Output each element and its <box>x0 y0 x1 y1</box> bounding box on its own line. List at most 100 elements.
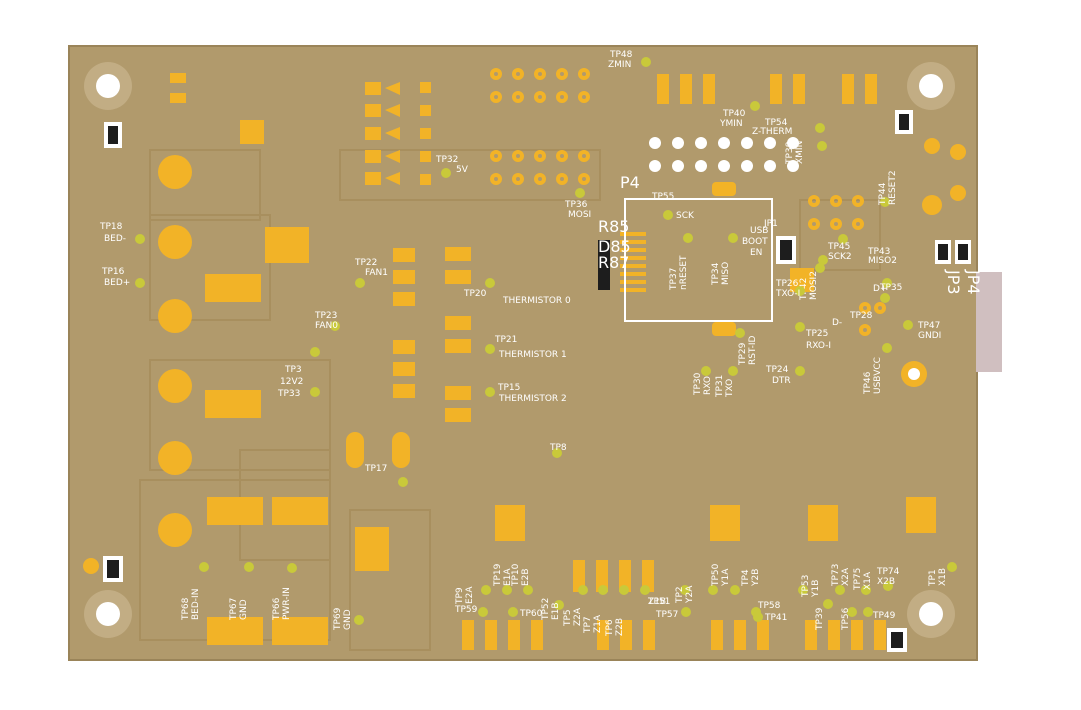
testpoint-dot <box>701 366 711 376</box>
testpoint-sub: RST-ID <box>748 335 758 365</box>
testpoint-sub: FAN0 <box>315 321 338 331</box>
testpoint-sub: MOSI <box>568 210 591 220</box>
testpoint-label: TP40 <box>722 109 746 119</box>
header-holes-top <box>649 137 799 172</box>
testpoint-dot <box>619 585 629 595</box>
testpoint-sub: XMIN <box>795 141 805 164</box>
testpoint-sub: E1A <box>503 568 513 586</box>
testpoint-label: TP43 <box>867 247 890 257</box>
testpoint-label: TP19 <box>493 563 503 587</box>
mounting-hole-icon <box>84 590 132 638</box>
testpoint-dot <box>818 255 828 265</box>
testpoint-label: TP10 <box>511 563 521 587</box>
testpoint-sub: YMIN <box>719 119 743 129</box>
testpoint-label: TP25 <box>805 329 828 339</box>
testpoint-tp8: TP8 <box>549 443 567 458</box>
testpoint-label: TP56 <box>841 607 851 631</box>
testpoint-label: TP45 <box>827 242 850 252</box>
testpoint-sub: Z1A <box>593 614 603 633</box>
testpoint-dot <box>815 263 825 273</box>
testpoint-tp3: TP3 12V2 <box>280 347 320 387</box>
testpoint-label: TP54 <box>764 118 788 128</box>
testpoint-label: TP35 <box>879 283 902 293</box>
testpoint-dot <box>683 233 693 243</box>
testpoint-label: TP38 <box>785 141 795 165</box>
testpoint-label: TP59 <box>454 605 478 615</box>
designator-r85: R85 <box>598 217 629 236</box>
testpoint-label: TP7 <box>583 616 593 634</box>
testpoint-dot <box>750 101 760 111</box>
testpoint-sub: RXO <box>703 376 713 395</box>
testpoint-dot <box>310 387 320 397</box>
testpoint-dot <box>135 234 145 244</box>
testpoint-dot <box>880 293 890 303</box>
testpoint-sub: nRESET <box>679 255 689 290</box>
testpoint-sub: Y1A <box>721 568 731 587</box>
testpoint-sub: Z2B <box>615 618 625 636</box>
testpoint-sub: Z-THERM <box>752 127 792 137</box>
testpoint-dot <box>883 581 893 591</box>
testpoint-label: TP3 <box>284 365 302 375</box>
testpoint-dot <box>508 607 518 617</box>
testpoint-label: TP75 <box>853 568 863 591</box>
testpoint-label: TP4 <box>741 569 751 587</box>
testpoint-dot <box>903 320 913 330</box>
usb-boot-label-1: USB <box>750 226 768 236</box>
testpoint-dot <box>817 141 827 151</box>
testpoint-tp57: TP57 <box>655 607 691 620</box>
designators: P4 R85 D85 R87 JP1 JP3 JP4 USB BOOT EN <box>598 173 983 295</box>
testpoint-sub: Y1B <box>811 580 821 598</box>
testpoint-label: TP32 <box>435 155 458 165</box>
testpoint-sub: Z1B <box>648 597 666 607</box>
testpoint-sub: D- <box>832 318 842 328</box>
testpoint-sub: 12V2 <box>280 377 303 387</box>
testpoint-dot <box>730 585 740 595</box>
testpoint-label: TP67 <box>229 598 239 621</box>
testpoint-tp39: TP39 <box>815 599 833 631</box>
testpoint-tp33: TP33 <box>277 387 320 399</box>
testpoint-dot <box>485 387 495 397</box>
testpoint-sub: BED- <box>104 234 126 244</box>
testpoint-label: TP23 <box>314 311 337 321</box>
usb-connector <box>976 272 1002 372</box>
testpoint-sub: E1B <box>551 602 561 620</box>
testpoint-label: TP51 <box>647 597 670 607</box>
testpoint-label: TP2 <box>675 586 685 604</box>
testpoint-label: TP46 <box>863 371 873 395</box>
testpoint-dot <box>882 343 892 353</box>
testpoint-dot <box>310 347 320 357</box>
testpoint-label: TP69 <box>333 607 343 631</box>
testpoint-dot <box>728 233 738 243</box>
testpoint-sub: RESET2 <box>888 170 898 205</box>
testpoint-label: TP30 <box>693 372 703 396</box>
testpoint-label: TP41 <box>764 613 787 623</box>
testpoint-dot <box>882 278 892 288</box>
testpoint-tp17: TP17 <box>364 464 408 487</box>
testpoint-sub: MISO <box>721 262 731 285</box>
pads <box>158 73 936 650</box>
testpoint-sub: TXO <box>725 379 735 398</box>
testpoint-tp59: TP59 <box>454 605 488 617</box>
testpoint-label: TP66 <box>272 597 282 621</box>
testpoint-dot <box>835 585 845 595</box>
testpoint-tp41: TP41 <box>753 612 787 623</box>
testpoint-label: TP17 <box>364 464 387 474</box>
testpoint-dot <box>575 188 585 198</box>
testpoint-label: TP22 <box>354 258 377 268</box>
testpoint-sub: THERMISTOR 2 <box>498 394 567 404</box>
